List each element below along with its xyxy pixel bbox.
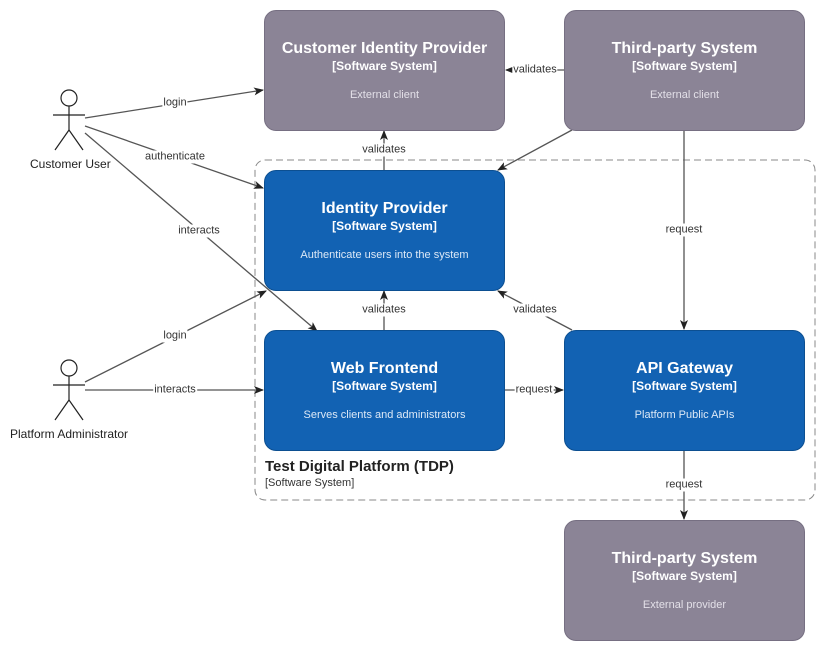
system-type: [Software System] — [332, 379, 437, 393]
third-party-system-top-box: Third-party System [Software System] Ext… — [564, 10, 805, 131]
web-frontend-box: Web Frontend [Software System] Serves cl… — [264, 330, 505, 451]
api-gateway-box: API Gateway [Software System] Platform P… — [564, 330, 805, 451]
system-description: Authenticate users into the system — [300, 249, 469, 261]
edge-label-cu-login: login — [162, 96, 188, 110]
system-type: [Software System] — [332, 219, 437, 233]
system-type: [Software System] — [632, 569, 737, 583]
system-title: Third-party System — [611, 40, 758, 57]
system-title: Third-party System — [611, 550, 758, 567]
customer-identity-provider-box: Customer Identity Provider [Software Sys… — [264, 10, 505, 131]
system-type: [Software System] — [632, 59, 737, 73]
edge-label-wf-request-gw: request — [514, 383, 554, 397]
boundary-title: Test Digital Platform (TDP) — [265, 458, 454, 475]
edge-label-tp-validates-cidp: validates — [512, 63, 558, 77]
system-description: Platform Public APIs — [634, 409, 735, 421]
edge-label-pa-interacts: interacts — [153, 383, 197, 397]
edge-tp-to-idp — [497, 129, 573, 171]
system-title: API Gateway — [636, 360, 733, 377]
system-description: External provider — [642, 599, 727, 611]
edge-label-cu-interacts: interacts — [177, 224, 221, 238]
edge-label-gw-request-tp: request — [664, 478, 704, 492]
system-title: Customer Identity Provider — [281, 40, 488, 57]
edge-label-wf-validates-idp: validates — [361, 303, 407, 317]
system-title: Identity Provider — [321, 200, 448, 217]
system-description: Serves clients and administrators — [303, 409, 466, 421]
boundary-type: [Software System] — [265, 477, 355, 489]
system-title: Web Frontend — [330, 360, 439, 377]
edge-label-cu-authenticate: authenticate — [144, 150, 206, 164]
identity-provider-box: Identity Provider [Software System] Auth… — [264, 170, 505, 291]
system-boundary — [254, 159, 816, 501]
edge-label-pa-login: login — [162, 329, 188, 343]
customer-user-actor-icon — [53, 89, 85, 151]
system-type: [Software System] — [332, 59, 437, 73]
edge-label-tp-request-gw: request — [664, 223, 704, 237]
platform-admin-actor-icon — [53, 359, 85, 421]
customer-user-label: Customer User — [30, 157, 111, 171]
system-description: External client — [349, 89, 420, 101]
edge-label-gw-validates-idp: validates — [512, 303, 558, 317]
edge-label-idp-validates-cidp: validates — [361, 143, 407, 157]
system-type: [Software System] — [632, 379, 737, 393]
third-party-system-bottom-box: Third-party System [Software System] Ext… — [564, 520, 805, 641]
platform-admin-label: Platform Administrator — [10, 427, 129, 441]
system-description: External client — [649, 89, 720, 101]
